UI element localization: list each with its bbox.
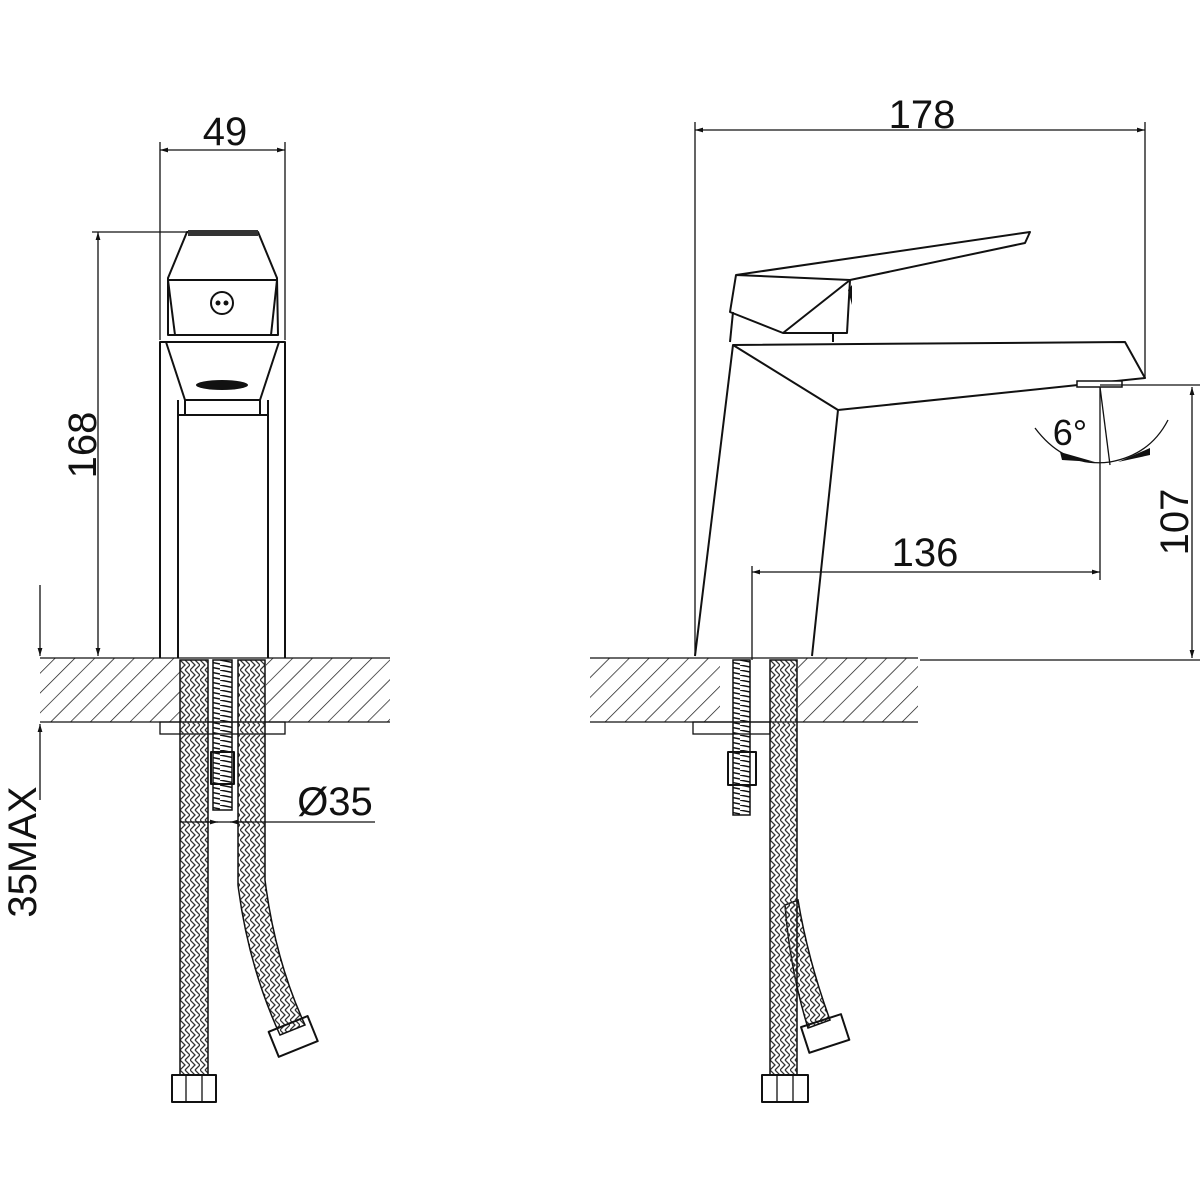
reach-label: 136: [892, 531, 959, 575]
angle-label: 6°: [1053, 412, 1087, 453]
dimension-length: 178: [694, 93, 1146, 656]
threaded-rod-front: [212, 659, 233, 811]
width-label: 49: [203, 110, 248, 154]
aerator-icon: [196, 380, 248, 390]
dimension-deck-thickness: 35MAX: [1, 585, 45, 918]
front-view: 49 168 35MAX Ø35: [1, 110, 390, 1103]
indicator-icon: [210, 291, 234, 315]
hoses-side: [761, 659, 851, 1103]
hoses-front: [171, 659, 319, 1103]
length-label: 178: [889, 93, 956, 137]
lever-side: [729, 231, 1031, 343]
countertop-side: [590, 657, 918, 735]
dimension-width: 49: [159, 110, 286, 340]
handle-front: [162, 230, 283, 343]
side-view: 178 136 107 6°: [590, 93, 1200, 1103]
dimension-hole: Ø35: [180, 780, 375, 825]
hole-diameter-label: Ø35: [297, 780, 373, 824]
deck-thickness-label: 35MAX: [1, 786, 45, 917]
threaded-rod-side: [732, 659, 751, 816]
tap-body-front: [159, 341, 286, 658]
height-label: 168: [61, 412, 105, 479]
dimension-height: 168: [61, 231, 188, 656]
dimension-reach: 136: [751, 387, 1101, 660]
dimension-spout-height: 107: [920, 384, 1200, 661]
spout-height-label: 107: [1153, 489, 1197, 556]
countertop-front: [40, 657, 390, 735]
tap-body-side: [694, 341, 1146, 657]
dimension-angle: 6°: [1034, 386, 1169, 466]
